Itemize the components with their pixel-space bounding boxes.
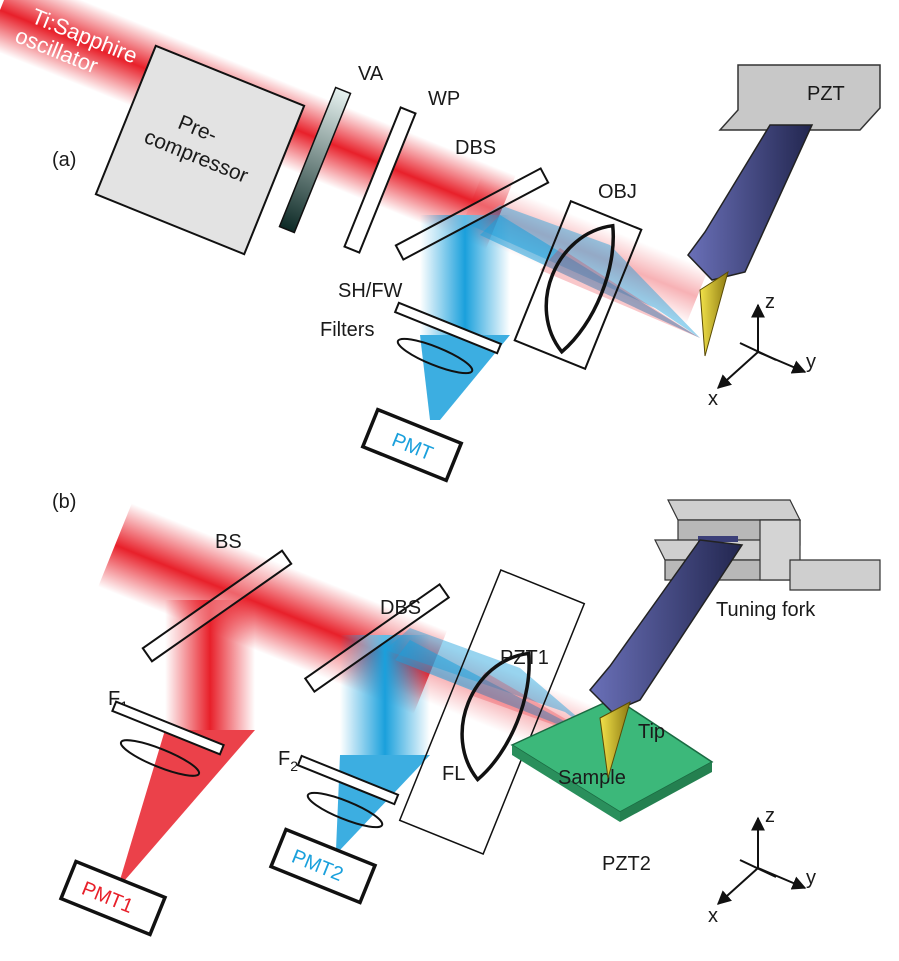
pzt-label: PZT bbox=[807, 83, 845, 105]
red-residual-beam-a bbox=[458, 177, 709, 325]
variable-attenuator bbox=[278, 86, 352, 234]
axes-a bbox=[716, 303, 807, 389]
blue-beam-a bbox=[470, 205, 700, 338]
probe-tip-b bbox=[599, 701, 631, 779]
tuning-fork-label: Tuning fork bbox=[716, 599, 816, 621]
collection-lens-a bbox=[396, 337, 474, 375]
panel-b: (b) BS DB bbox=[52, 491, 881, 937]
axes-b bbox=[716, 816, 807, 905]
pmt1-detector: PMT1 bbox=[58, 859, 168, 937]
probe-shank-a bbox=[687, 124, 814, 281]
wp-label: WP bbox=[428, 88, 460, 110]
obj-label: OBJ bbox=[598, 181, 637, 203]
beamsplitter bbox=[141, 549, 293, 663]
axis-x-a: x bbox=[708, 388, 718, 410]
pzt-mount-a bbox=[718, 64, 881, 131]
panel-a: Ti:Sapphire oscillator Pre- compressor V… bbox=[0, 0, 881, 483]
pzt1-label: PZT1 bbox=[500, 647, 549, 669]
panel-b-label: (b) bbox=[52, 491, 76, 513]
probe-tip-a bbox=[699, 270, 729, 357]
axis-x-b: x bbox=[708, 905, 718, 927]
waveplate bbox=[343, 106, 417, 254]
pmt-detector-a: PMT bbox=[360, 407, 464, 483]
blue-detection-beam-a bbox=[420, 215, 510, 420]
pmt2-detector: PMT2 bbox=[268, 827, 378, 905]
objective-lens bbox=[513, 199, 643, 371]
axis-z-a: z bbox=[765, 291, 775, 313]
pzt2-label: PZT2 bbox=[602, 853, 651, 875]
sample-label: Sample bbox=[558, 767, 626, 789]
filters-label: Filters bbox=[320, 319, 374, 341]
va-label: VA bbox=[358, 63, 384, 85]
bs-label: BS bbox=[215, 531, 242, 553]
fl-label: FL bbox=[442, 763, 465, 785]
dichroic-beamsplitter-b bbox=[303, 583, 451, 693]
f2-label: F2 bbox=[278, 748, 298, 774]
focusing-lens-assembly bbox=[398, 568, 586, 856]
precompressor-box: Pre- compressor bbox=[94, 44, 306, 256]
axis-y-b: y bbox=[806, 867, 816, 889]
dbs-label-a: DBS bbox=[455, 137, 496, 159]
dichroic-beamsplitter-a bbox=[394, 167, 550, 261]
sh-fw-filter bbox=[393, 301, 503, 355]
axis-y-a: y bbox=[806, 351, 816, 373]
panel-a-label: (a) bbox=[52, 149, 76, 171]
axis-z-b: z bbox=[765, 805, 775, 827]
filter-f2 bbox=[296, 754, 400, 806]
lens-f1 bbox=[119, 739, 201, 777]
dbs-label-b: DBS bbox=[380, 597, 421, 619]
lens-f2 bbox=[306, 791, 384, 829]
filter-f1 bbox=[111, 700, 225, 756]
tip-label: Tip bbox=[638, 721, 665, 743]
sh-fw-label: SH/FW bbox=[338, 280, 403, 302]
